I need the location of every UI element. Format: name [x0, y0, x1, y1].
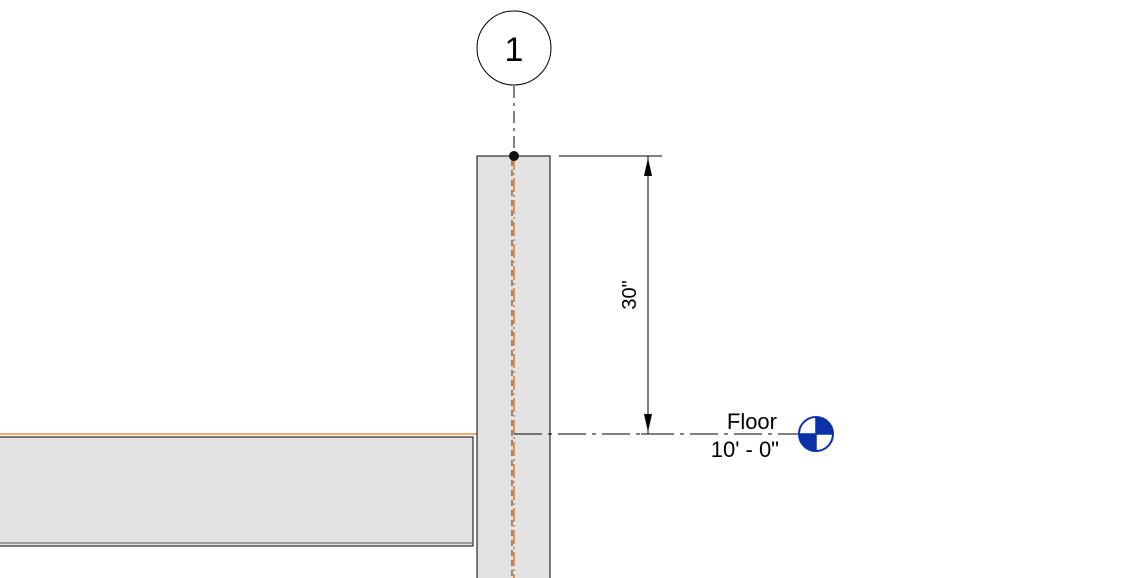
dimension-value[interactable]: 30" [619, 280, 641, 309]
dimension[interactable]: 30" [559, 155, 662, 435]
grid-bubble-icon[interactable] [476, 10, 552, 86]
grid-endpoint[interactable] [509, 151, 519, 161]
beam[interactable] [0, 433, 514, 547]
dimension-arrow-top [644, 158, 652, 176]
beam-body[interactable] [0, 436, 474, 547]
level-name: Floor [727, 409, 777, 434]
column[interactable] [476, 155, 551, 578]
grid-label: 1 [505, 31, 524, 69]
dimension-arrow-bottom [644, 414, 652, 432]
level-elevation: 10' - 0" [711, 437, 779, 462]
level-line[interactable]: Floor 10' - 0" [514, 409, 834, 462]
grid-line-1[interactable]: 1 [476, 10, 552, 161]
level-head-icon[interactable] [798, 416, 834, 452]
